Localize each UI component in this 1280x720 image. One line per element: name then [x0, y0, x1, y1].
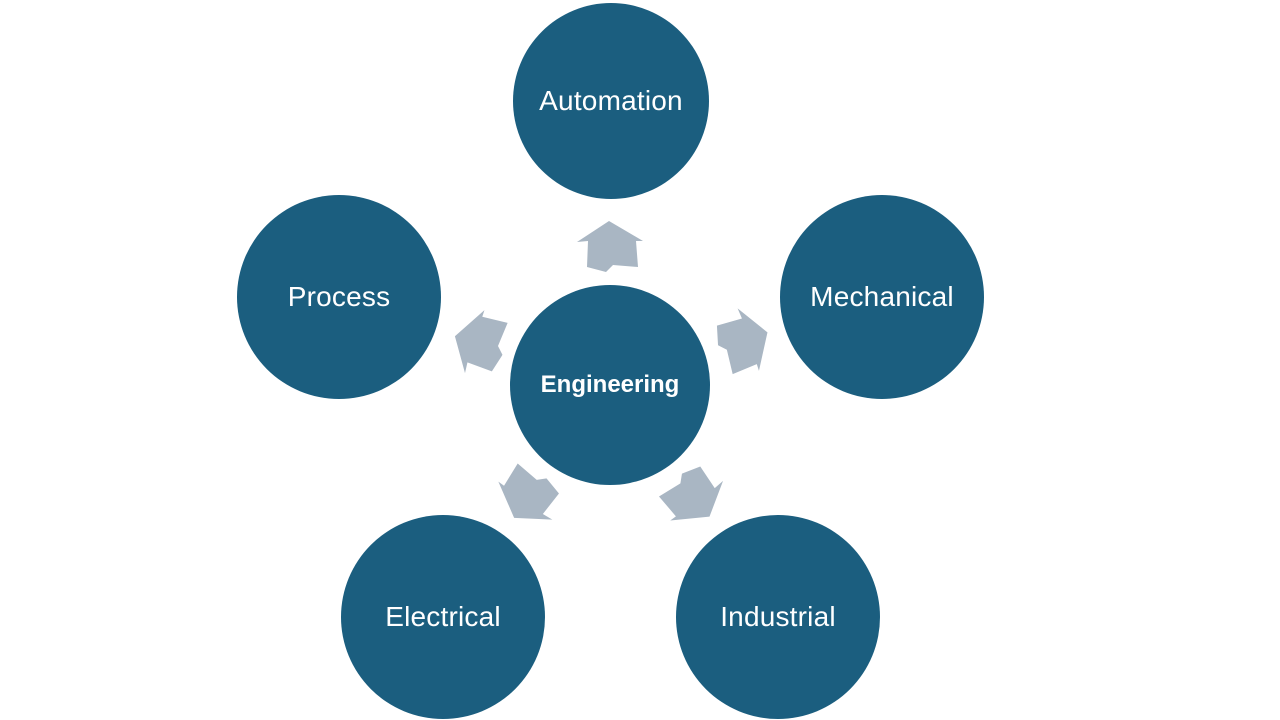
- arrow-up-icon: [575, 220, 645, 272]
- arrow-down-right-icon: [650, 455, 737, 538]
- node-process-label: Process: [287, 281, 391, 312]
- arrow-down-left-icon: [484, 455, 571, 538]
- node-electrical-label: Electrical: [385, 601, 501, 632]
- node-automation: Automation: [513, 3, 709, 199]
- arrow-left-icon: [443, 302, 514, 385]
- node-industrial-label: Industrial: [720, 601, 836, 632]
- node-mechanical: Mechanical: [780, 195, 984, 399]
- arrow-right-icon: [708, 300, 779, 383]
- node-electrical: Electrical: [341, 515, 545, 719]
- node-engineering-label: Engineering: [540, 371, 680, 398]
- node-automation-label: Automation: [539, 85, 683, 116]
- node-industrial: Industrial: [676, 515, 880, 719]
- node-process: Process: [237, 195, 441, 399]
- node-mechanical-label: Mechanical: [810, 281, 954, 312]
- node-engineering-center: Engineering: [510, 285, 710, 485]
